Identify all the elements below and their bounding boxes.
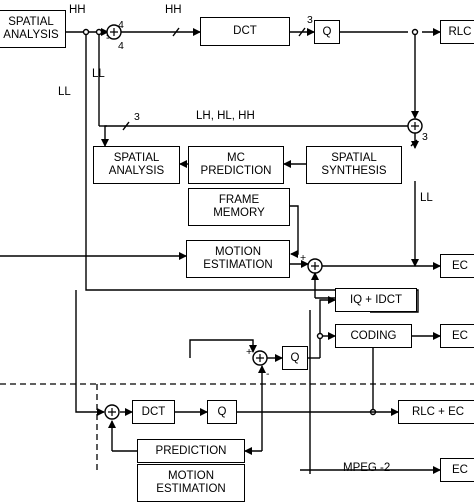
q-top-block: Q [314,20,340,44]
spatial-analysis-mid-block: SPATIAL ANALYSIS [93,146,180,184]
q-low-block: Q [207,400,237,424]
label-ll-upper: LL [92,68,105,80]
label-ll-right: LL [420,192,433,204]
diagram-connections [0,24,474,474]
ec-low-block: EC [440,324,474,348]
label-plus-motion: + [300,252,307,264]
label-ll-left: LL [58,86,71,98]
dct-low-block: DCT [132,400,175,424]
label-minus-top: - [106,32,110,44]
label-hh-top-mid: HH [165,4,182,16]
motion-estimation-mid-block: MOTION ESTIMATION [186,240,290,278]
label-4-lower: 4 [118,40,124,52]
ec-bottom-block: EC [440,458,474,482]
label-subbands: LH, HL, HH [196,110,255,122]
label-4-upper: 4 [118,19,124,31]
spatial-analysis-top-block: SPATIAL ANALYSIS [0,10,66,48]
rlc-top-block: RLC [440,20,474,44]
label-hh-top-left: HH [69,4,86,16]
spatial-synthesis-block: SPATIAL SYNTHESIS [306,146,402,184]
rlc-ec-block: RLC + EC [398,400,474,424]
label-3-mid: 3 [134,111,140,123]
motion-estimation-low-block: MOTION ESTIMATION [137,464,245,502]
coding-block: CODING [335,324,412,348]
frame-memory-block: FRAME MEMORY [188,188,290,226]
label-3-right: 3 [422,131,428,143]
label-3-top: 3 [307,14,313,26]
prediction-block: PREDICTION [137,439,245,463]
label-minus-low: - [266,368,270,380]
mc-prediction-block: MC PREDICTION [188,146,284,184]
dct-top-block: DCT [200,17,290,46]
label-plus-low: + [246,346,253,358]
iq-idct-block: IQ + IDCT [335,288,417,312]
q-mid-block: Q [282,346,308,370]
label-mpeg2: MPEG -2 [343,462,391,474]
ec-mid-block: EC [440,254,474,278]
